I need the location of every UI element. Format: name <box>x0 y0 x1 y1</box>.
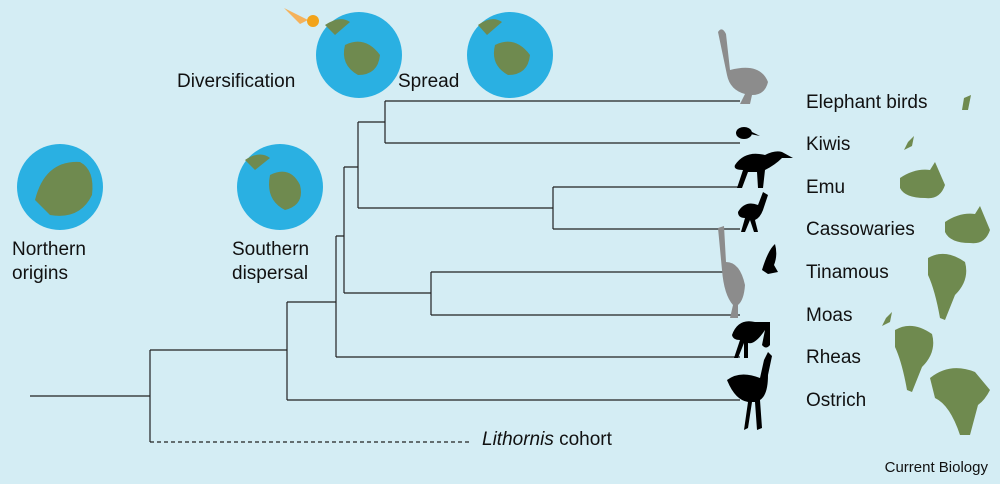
southern-line2: dispersal <box>232 263 309 284</box>
tree-branches <box>30 100 740 443</box>
taxon-label: Emu <box>806 177 846 198</box>
range-maps <box>882 95 990 435</box>
tinamou-icon <box>762 244 778 274</box>
south-america-map-2-icon <box>895 325 934 392</box>
taxon-label: Moas <box>806 305 853 326</box>
globe-southern-icon <box>237 144 323 230</box>
globe-spread-icon <box>467 12 553 98</box>
taxon-label: Kiwis <box>806 134 851 155</box>
elephant-bird-icon <box>718 29 768 104</box>
globe-diversification-icon <box>316 12 402 98</box>
outgroup-label: Lithornis cohort <box>482 428 612 452</box>
australia-map-2-icon <box>945 206 990 244</box>
asteroid-icon <box>284 8 319 27</box>
taxon-label: Tinamous <box>806 262 889 283</box>
ostrich-icon <box>727 352 772 430</box>
taxon-label: Cassowaries <box>806 219 915 240</box>
taxon-label: Elephant birds <box>806 92 928 113</box>
outgroup-genus: Lithornis <box>482 429 554 450</box>
northern-line1: Northern <box>12 239 86 260</box>
new-zealand-map-2-icon <box>882 312 892 326</box>
africa-map-icon <box>930 368 990 435</box>
globe-northern-icon <box>17 144 103 230</box>
rhea-icon <box>732 321 770 358</box>
kiwi-icon <box>736 127 760 139</box>
stage-label-southern: Southern dispersal <box>232 238 309 286</box>
taxon-label: Rheas <box>806 347 861 368</box>
stage-label-northern: Northern origins <box>12 238 86 286</box>
australia-map-icon <box>900 162 945 199</box>
northern-line2: origins <box>12 263 68 284</box>
journal-credit: Current Biology <box>884 459 988 476</box>
outgroup-rest: cohort <box>553 429 612 450</box>
new-zealand-map-icon <box>904 136 914 150</box>
south-america-map-icon <box>928 253 967 320</box>
taxon-label: Ostrich <box>806 390 867 411</box>
madagascar-map-icon <box>962 95 971 110</box>
southern-line1: Southern <box>232 239 310 260</box>
stage-label-diversification: Diversification <box>177 71 296 92</box>
cassowary-icon <box>738 192 768 232</box>
stage-label-spread: Spread <box>398 71 460 92</box>
emu-icon <box>734 151 793 188</box>
moa-icon <box>718 226 745 318</box>
